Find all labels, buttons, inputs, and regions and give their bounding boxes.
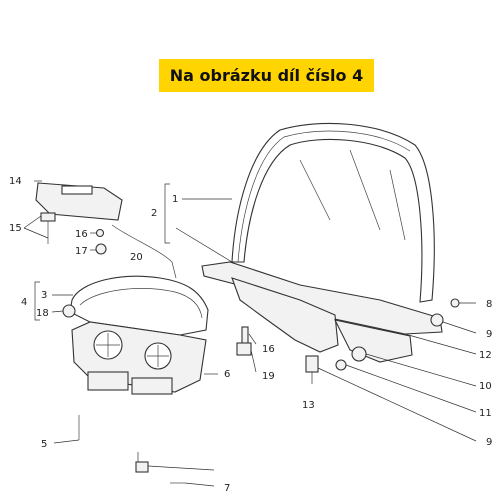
callout-2: 2	[151, 208, 157, 219]
callout-11: 11	[479, 408, 492, 419]
windscreen	[231, 122, 435, 303]
windscreen-bracket	[201, 261, 443, 363]
clip-17	[95, 243, 107, 255]
callout-9a: 9	[486, 329, 492, 340]
grommet-10	[351, 346, 367, 362]
grommet-18	[62, 304, 76, 318]
socket-19	[236, 342, 252, 356]
callout-4: 4	[21, 297, 27, 308]
callout-15: 15	[9, 223, 22, 234]
callout-12: 12	[479, 350, 492, 361]
hardware	[40, 212, 460, 484]
washer-11	[335, 359, 347, 371]
callout-labels: 1 2 3 4 5 6 7 8 9 10 11 12 13 14 15 16 1…	[9, 176, 492, 494]
washer-9a	[430, 313, 444, 327]
leader-lines	[23, 180, 477, 487]
screw-8	[450, 298, 460, 308]
title-banner: Na obrázku díl číslo 4	[159, 59, 374, 92]
clip-6	[135, 461, 149, 473]
callout-8: 8	[486, 299, 492, 310]
callout-20: 20	[130, 252, 143, 263]
bulb-16b	[241, 326, 249, 346]
callout-16a: 16	[75, 229, 88, 240]
callout-1: 1	[172, 194, 178, 205]
instrument-cover	[69, 275, 209, 336]
callout-16b: 16	[262, 344, 275, 355]
callout-9b: 9	[486, 437, 492, 448]
callout-10: 10	[479, 381, 492, 392]
callout-3: 3	[41, 290, 47, 301]
callout-18: 18	[36, 308, 49, 319]
callout-5: 5	[41, 439, 47, 450]
grommet-15	[40, 212, 56, 222]
callout-13: 13	[302, 400, 315, 411]
screw-16a	[95, 228, 105, 238]
nut-13	[305, 355, 319, 373]
callout-6: 6	[224, 369, 230, 380]
instrument-cluster	[71, 321, 207, 395]
callout-17: 17	[75, 246, 88, 257]
callout-7: 7	[224, 483, 230, 494]
callout-19: 19	[262, 371, 275, 382]
trip-unit	[35, 182, 177, 279]
banner-text: Na obrázku díl číslo 4	[169, 66, 364, 85]
callout-14: 14	[9, 176, 22, 187]
